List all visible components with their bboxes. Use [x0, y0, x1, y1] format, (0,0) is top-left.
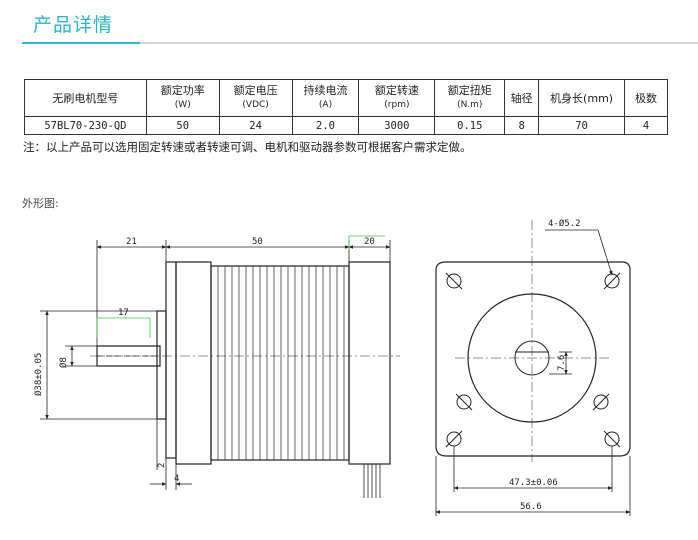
col-header-voltage: 额定电压(VDC) — [218, 79, 293, 117]
col-header-torque: 额定扭矩(N.m) — [434, 79, 506, 117]
cell-torque: 0.15 — [434, 116, 506, 135]
col-header-speed: 额定转速(rpm) — [358, 79, 436, 117]
col-header-poles: 极数 — [624, 79, 668, 117]
dim-7-6-label: 7.6 — [557, 355, 567, 371]
cell-model: 57BL70-230-QD — [24, 116, 147, 135]
note-text: 注：以上产品可以选用固定转速或者转速可调、电机和驱动器参数可根据客户需求定做。 — [23, 140, 472, 154]
side-view — [90, 261, 400, 498]
cooling-fins — [217, 266, 345, 460]
col-header-model: 无刷电机型号 — [24, 79, 147, 117]
dim-4-label: 4 — [174, 474, 179, 484]
dim-47-3-label: 47.3±0.06 — [509, 478, 558, 488]
side-dimensions — [40, 235, 391, 490]
dim-holes-label: 4-Ø5.2 — [548, 218, 581, 229]
front-cap — [175, 261, 212, 465]
lead-wires — [363, 464, 381, 498]
inner-holes — [455, 393, 610, 411]
dim-dia8-label: Ø8 — [58, 357, 69, 368]
cell-poles: 4 — [624, 116, 668, 135]
cell-voltage: 24 — [218, 116, 293, 135]
dim-21-label: 21 — [126, 237, 137, 247]
cell-length: 70 — [538, 116, 625, 135]
flange-boss — [156, 310, 167, 420]
dim-20-label: 20 — [364, 237, 375, 247]
dim-56-6-label: 56.6 — [520, 502, 542, 512]
dim-dia38-label: Ø38±0.05 — [33, 353, 44, 396]
title-underline — [22, 42, 698, 44]
dim-2-label: 2 — [157, 463, 167, 468]
flange-plate — [165, 261, 177, 459]
dim-17-label: 17 — [118, 308, 129, 318]
front-dimensions — [435, 229, 631, 516]
spec-table: 无刷电机型号 额定功率(W) 额定电压(VDC) 持续电流(A) 额定转速(rp… — [24, 79, 668, 135]
dim-50-label: 50 — [252, 237, 263, 247]
rear-cap — [348, 261, 391, 465]
col-header-power: 额定功率(W) — [145, 79, 220, 117]
flange-square — [435, 261, 631, 457]
front-view — [435, 220, 631, 462]
cell-speed: 3000 — [358, 116, 436, 135]
mount-holes — [445, 272, 621, 448]
drawing-label: 外形图: — [22, 197, 59, 210]
table-row: 57BL70-230-QD 50 24 2.0 3000 0.15 8 70 4 — [24, 116, 668, 135]
table-header-row: 无刷电机型号 额定功率(W) 额定电压(VDC) 持续电流(A) 额定转速(rp… — [24, 79, 668, 117]
page-title: 产品详情 — [33, 14, 114, 36]
